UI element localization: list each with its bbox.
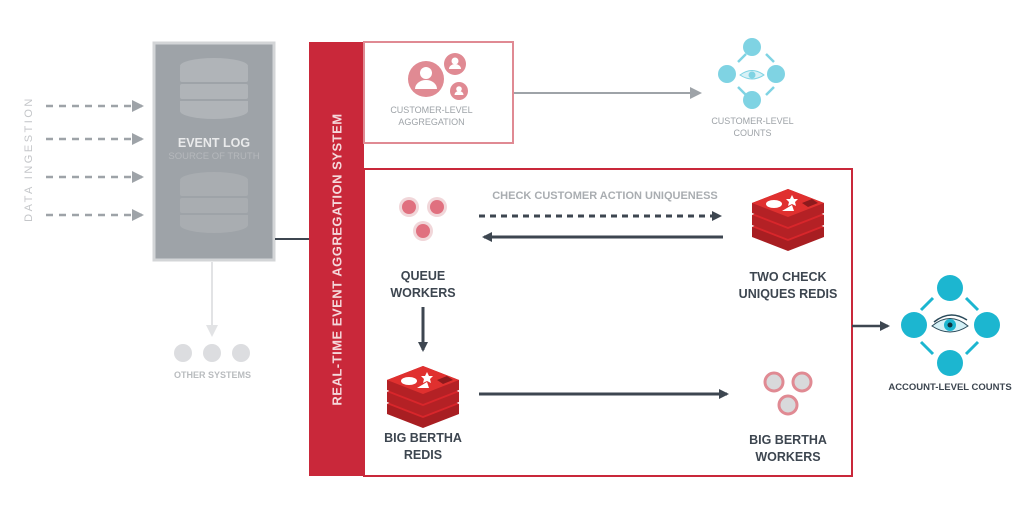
customer-users-icon [408, 53, 468, 100]
check-uniqueness-label: CHECK CUSTOMER ACTION UNIQUENESS [492, 190, 718, 202]
account-counts-icon [901, 275, 1000, 376]
eye-icon [931, 314, 969, 333]
redis-icon [387, 366, 459, 428]
event-log-title: EVENT LOG [177, 136, 251, 150]
other-systems-label: OTHER SYSTEMS [173, 370, 251, 380]
queue-workers-icon [399, 197, 447, 241]
system-dot [174, 344, 192, 362]
big-bertha-workers-line2: WORKERS [755, 449, 821, 464]
customer-counts-label: CUSTOMER-LEVEL COUNTS [690, 115, 815, 139]
ingestion-arrows [46, 100, 144, 221]
bertha-workers-icon [763, 371, 813, 416]
queue-workers-line1: QUEUE [400, 269, 446, 283]
account-counts-label: ACCOUNT-LEVEL COUNTS [888, 382, 1012, 393]
other-systems-dots [174, 344, 250, 362]
database-icon [180, 172, 248, 233]
customer-aggregation-box [363, 41, 514, 144]
customer-counts-icon [718, 38, 785, 109]
event-log-subtitle: SOURCE OF TRUTH [168, 151, 260, 162]
customer-counts-line2: COUNTS [733, 128, 772, 139]
customer-aggregation-line1: CUSTOMER-LEVEL [390, 105, 473, 115]
system-dot [203, 344, 221, 362]
two-check-redis-line1: TWO CHECK [749, 270, 827, 284]
redis-icon [752, 189, 824, 251]
customer-counts-line1: CUSTOMER-LEVEL [711, 116, 794, 126]
aggregation-system-label: REAL-TIME EVENT AGGREGATION SYSTEM [329, 113, 345, 406]
system-dot [232, 344, 250, 362]
big-bertha-redis-line2: REDIS [403, 447, 443, 462]
big-bertha-workers-line1: BIG BERTHA [749, 433, 827, 447]
aggregation-system-bar [309, 42, 364, 476]
event-log-box [152, 41, 276, 262]
big-bertha-redis-label: BIG BERTHA REDIS [368, 430, 478, 464]
big-bertha-workers-label: BIG BERTHA WORKERS [733, 432, 843, 466]
eye-icon [739, 70, 765, 80]
customer-aggregation-line2: AGGREGATION [398, 117, 465, 128]
two-check-redis-label: TWO CHECK UNIQUES REDIS [718, 269, 858, 303]
customer-aggregation-label: CUSTOMER-LEVEL AGGREGATION [364, 104, 499, 128]
two-check-redis-line2: UNIQUES REDIS [738, 286, 838, 301]
big-bertha-redis-line1: BIG BERTHA [384, 431, 462, 445]
database-icon [180, 58, 248, 119]
queue-workers-label: QUEUE WORKERS [373, 268, 473, 302]
data-ingestion-label: DATA INGESTION [23, 96, 35, 222]
queue-workers-line2: WORKERS [390, 285, 456, 300]
